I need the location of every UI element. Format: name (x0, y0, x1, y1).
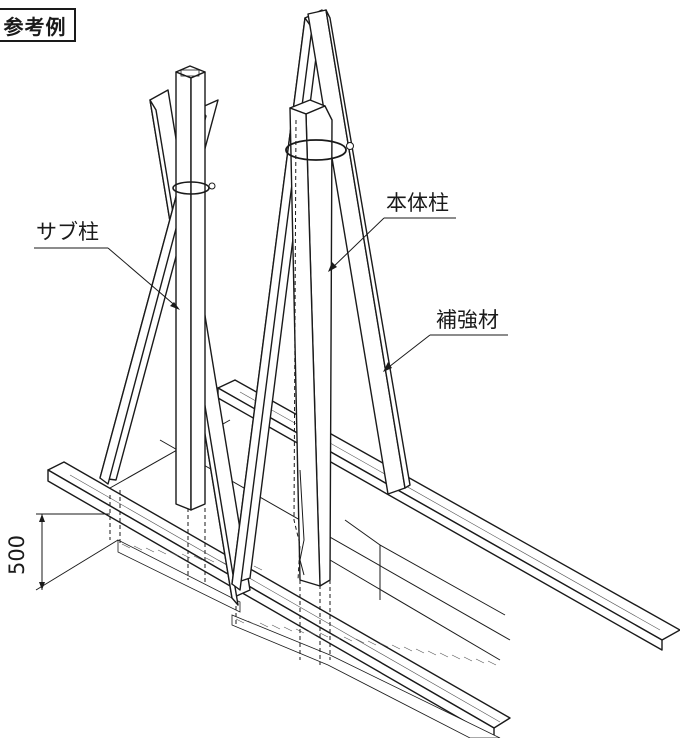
dimension-500 (35, 513, 119, 591)
leader-reinforcement (383, 334, 508, 372)
buried-dashed-lines (109, 490, 331, 665)
sub-column (175, 65, 206, 511)
leader-main-column (328, 217, 456, 272)
label-sub-column: サブ柱 (36, 220, 99, 244)
front-ground-rail (47, 461, 511, 738)
dimension-value: 500 (5, 534, 29, 576)
gravel-footing (117, 539, 501, 738)
dimension-label: 500 (0, 520, 34, 590)
title-box: 参考例 (0, 8, 76, 42)
main-column-clamp (285, 139, 354, 161)
sub-column-clamp (172, 181, 216, 195)
main-column (289, 99, 333, 587)
leader-sub-column (34, 247, 180, 310)
label-main-column: 本体柱 (386, 191, 449, 215)
label-reinforcement: 補強材 (436, 308, 499, 332)
